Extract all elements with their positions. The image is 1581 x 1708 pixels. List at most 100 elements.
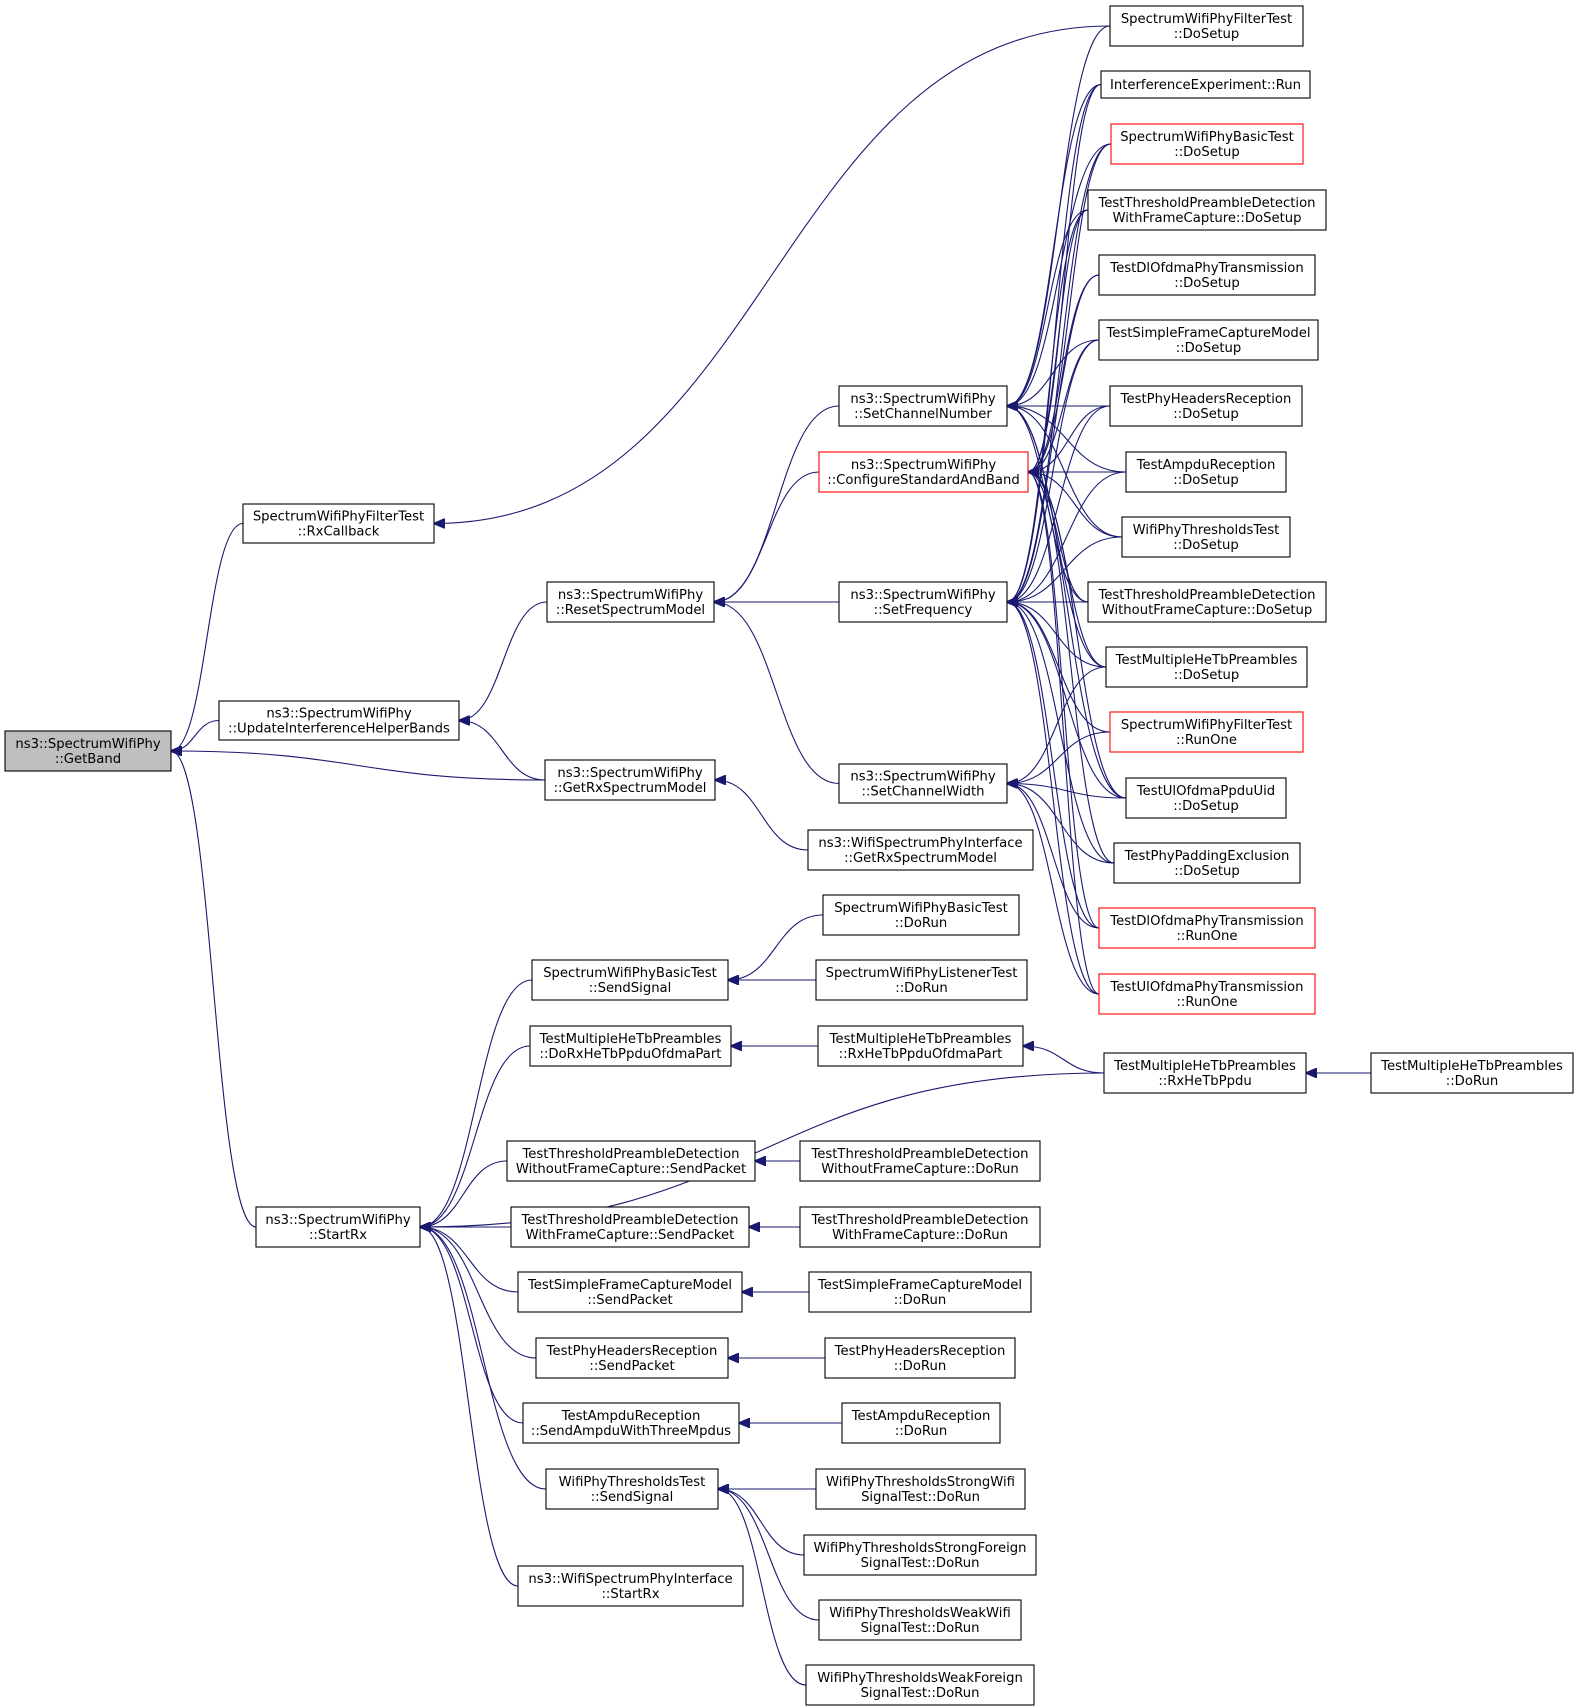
node-setfreq[interactable]: ns3::SpectrumWifiPhy::SetFrequency <box>838 581 1008 623</box>
node-box <box>815 959 1028 1001</box>
node-mhtb-rxhetb[interactable]: TestMultipleHeTbPreambles::RxHeTbPpdu <box>1103 1052 1307 1094</box>
node-wifistartrx[interactable]: ns3::WifiSpectrumPhyInterface::StartRx <box>517 1565 744 1607</box>
node-label-line: ::GetBand <box>55 752 121 767</box>
edge-interf-run-to-setchnum <box>1007 83 1102 407</box>
node-label-line: ns3::SpectrumWifiPhy <box>850 392 995 407</box>
node-bt-sendsignal[interactable]: SpectrumWifiPhyBasicTest::SendSignal <box>531 959 729 1001</box>
node-label-line: ::SetChannelNumber <box>854 407 992 422</box>
node-label-line: TestSimpleFrameCaptureModel <box>817 1278 1022 1293</box>
node-ft-dosetup[interactable]: SpectrumWifiPhyFilterTest::DoSetup <box>1109 5 1304 47</box>
node-box <box>1125 777 1287 819</box>
edge-bt-dorun-to-bt-sendsignal <box>728 914 824 980</box>
node-box <box>838 763 1008 804</box>
node-getband[interactable]: ns3::SpectrumWifiPhy::GetBand <box>4 730 172 772</box>
node-thr-sw-dorun[interactable]: WifiPhyThresholdsStrongWifiSignalTest::D… <box>815 1468 1026 1510</box>
edge-wifigetrx-to-getrxspec <box>715 780 809 851</box>
edge-phr-ds-to-setfreq <box>1007 405 1111 602</box>
node-ampdu-dorun[interactable]: TestAmpduReception::DoRun <box>841 1402 1001 1444</box>
node-label-line: ns3::SpectrumWifiPhy <box>850 770 995 785</box>
node-thr-ww-dorun[interactable]: WifiPhyThresholdsWeakWifiSignalTest::DoR… <box>818 1599 1022 1641</box>
node-box <box>1098 254 1316 296</box>
node-thr-ds[interactable]: WifiPhyThresholdsTest::DoSetup <box>1121 516 1291 558</box>
node-label-line: ::DoSetup <box>1173 538 1239 553</box>
node-label-line: WifiPhyThresholdsWeakForeign <box>817 1671 1023 1686</box>
node-ampdu-ds[interactable]: TestAmpduReception::DoSetup <box>1125 451 1287 493</box>
node-configstd[interactable]: ns3::SpectrumWifiPhy::ConfigureStandardA… <box>818 451 1029 493</box>
edge-thr-sendsignal-to-startrx <box>420 1227 547 1490</box>
edge-ttpd-with-ds-to-setfreq <box>1007 209 1089 602</box>
edge-ampdu-ds-to-setchnum <box>1007 406 1127 473</box>
node-ampdu-send[interactable]: TestAmpduReception::SendAmpduWithThreeMp… <box>522 1402 740 1444</box>
node-rxcallback[interactable]: SpectrumWifiPhyFilterTest::RxCallback <box>242 503 435 544</box>
node-dlofdma-ds[interactable]: TestDlOfdmaPhyTransmission::DoSetup <box>1098 254 1316 296</box>
edge-startrx-to-getband <box>171 751 257 1228</box>
node-box <box>818 1599 1022 1641</box>
node-interf-run[interactable]: InterferenceExperiment::Run <box>1100 70 1311 99</box>
node-label-line: SpectrumWifiPhyFilterTest <box>1121 12 1292 27</box>
edge-phr-send-to-startrx <box>420 1227 537 1359</box>
node-setchwidth[interactable]: ns3::SpectrumWifiPhy::SetChannelWidth <box>838 763 1008 804</box>
node-bt-dorun[interactable]: SpectrumWifiPhyBasicTest::DoRun <box>822 894 1020 936</box>
node-box <box>545 1468 719 1510</box>
node-sfcm-ds[interactable]: TestSimpleFrameCaptureModel::DoSetup <box>1098 319 1319 361</box>
node-mhtb-ds[interactable]: TestMultipleHeTbPreambles::DoSetup <box>1105 646 1308 688</box>
node-phr-ds[interactable]: TestPhyHeadersReception::DoSetup <box>1109 385 1303 427</box>
node-updateinterf[interactable]: ns3::SpectrumWifiPhy::UpdateInterference… <box>218 700 460 741</box>
node-ulofdma-ds[interactable]: TestUlOfdmaPpduUid::DoSetup <box>1125 777 1287 819</box>
node-ttpd-with-dorun[interactable]: TestThresholdPreambleDetectionWithFrameC… <box>799 1206 1041 1248</box>
node-label-line: ::StartRx <box>601 1587 659 1602</box>
node-dlofdma-runone[interactable]: TestDlOfdmaPhyTransmission::RunOne <box>1098 907 1316 949</box>
node-box <box>1121 516 1291 558</box>
node-label-line: ::SendPacket <box>589 1359 674 1374</box>
node-box <box>218 700 460 741</box>
node-ulofdma-runone[interactable]: TestUlOfdmaPhyTransmission::RunOne <box>1098 973 1316 1015</box>
edge-ft-dosetup-to-rxcallback <box>434 25 1111 524</box>
node-label-line: ::ResetSpectrumModel <box>556 603 705 618</box>
node-getrxspec[interactable]: ns3::SpectrumWifiPhy::GetRxSpectrumModel <box>544 759 716 801</box>
node-label-line: TestPhyHeadersReception <box>546 1344 718 1359</box>
node-label-line: WithFrameCapture::SendPacket <box>526 1228 735 1243</box>
node-resetspec[interactable]: ns3::SpectrumWifiPhy::ResetSpectrumModel <box>546 581 715 623</box>
node-box <box>817 1025 1024 1067</box>
node-phr-dorun[interactable]: TestPhyHeadersReception::DoRun <box>824 1337 1016 1379</box>
node-box <box>1110 123 1304 165</box>
node-wifigetrx[interactable]: ns3::WifiSpectrumPhyInterface::GetRxSpec… <box>807 829 1034 871</box>
node-label-line: SignalTest::DoRun <box>861 1621 980 1636</box>
node-box <box>803 1534 1037 1576</box>
node-label-line: TestPhyHeadersReception <box>1120 392 1292 407</box>
node-box <box>506 1140 756 1182</box>
node-ft-runone[interactable]: SpectrumWifiPhyFilterTest::RunOne <box>1109 711 1304 753</box>
node-sfcm-dorun[interactable]: TestSimpleFrameCaptureModel::DoRun <box>808 1271 1032 1313</box>
edge-getrxspec-to-updateinterf <box>459 721 546 781</box>
node-label-line: SignalTest::DoRun <box>861 1490 980 1505</box>
edge-configstd-to-resetspec <box>714 471 820 602</box>
node-startrx[interactable]: ns3::SpectrumWifiPhy::StartRx <box>255 1206 421 1248</box>
node-bt-dosetup[interactable]: SpectrumWifiPhyBasicTest::DoSetup <box>1110 123 1304 165</box>
node-thr-wf-dorun[interactable]: WifiPhyThresholdsWeakForeignSignalTest::… <box>805 1664 1035 1706</box>
node-thr-sf-dorun[interactable]: WifiPhyThresholdsStrongForeignSignalTest… <box>803 1534 1037 1576</box>
node-lt-dorun[interactable]: SpectrumWifiPhyListenerTest::DoRun <box>815 959 1028 1001</box>
node-ttpd-with-send[interactable]: TestThresholdPreambleDetectionWithFrameC… <box>510 1206 750 1248</box>
node-label-line: InterferenceExperiment::Run <box>1110 78 1301 93</box>
node-ttpd-wo-dorun[interactable]: TestThresholdPreambleDetectionWithoutFra… <box>799 1140 1041 1182</box>
node-thr-sendsignal[interactable]: WifiPhyThresholdsTest::SendSignal <box>545 1468 719 1510</box>
node-label-line: WifiPhyThresholdsStrongWifi <box>826 1475 1015 1490</box>
node-mhtb-dorxofdma[interactable]: TestMultipleHeTbPreambles::DoRxHeTbPpduO… <box>529 1025 732 1067</box>
node-setchnum[interactable]: ns3::SpectrumWifiPhy::SetChannelNumber <box>838 385 1008 427</box>
node-mhtb-rxofdma[interactable]: TestMultipleHeTbPreambles::RxHeTbPpduOfd… <box>817 1025 1024 1067</box>
node-ttpd-wo-send[interactable]: TestThresholdPreambleDetectionWithoutFra… <box>506 1140 756 1182</box>
node-padding-ds[interactable]: TestPhyPaddingExclusion::DoSetup <box>1113 842 1301 884</box>
node-label-line: TestMultipleHeTbPreambles <box>539 1032 722 1047</box>
node-label-line: WifiPhyThresholdsWeakWifi <box>829 1606 1011 1621</box>
node-ttpd-with-ds[interactable]: TestThresholdPreambleDetectionWithFrameC… <box>1087 189 1327 231</box>
node-sfcm-send[interactable]: TestSimpleFrameCaptureModel::SendPacket <box>517 1271 743 1313</box>
node-phr-send[interactable]: TestPhyHeadersReception::SendPacket <box>535 1337 729 1379</box>
node-mhtb-dorun[interactable]: TestMultipleHeTbPreambles::DoRun <box>1370 1052 1574 1094</box>
node-box <box>799 1140 1041 1182</box>
node-ttpd-wo-ds[interactable]: TestThresholdPreambleDetectionWithoutFra… <box>1087 581 1327 623</box>
node-label-line: ::DoSetup <box>1174 276 1240 291</box>
node-box <box>1098 319 1319 361</box>
node-label-line: WithoutFrameCapture::DoRun <box>821 1162 1018 1177</box>
edge-ulofdma-runone-to-configstd <box>1028 472 1100 995</box>
edge-bt-dosetup-to-setchnum <box>1007 143 1112 406</box>
